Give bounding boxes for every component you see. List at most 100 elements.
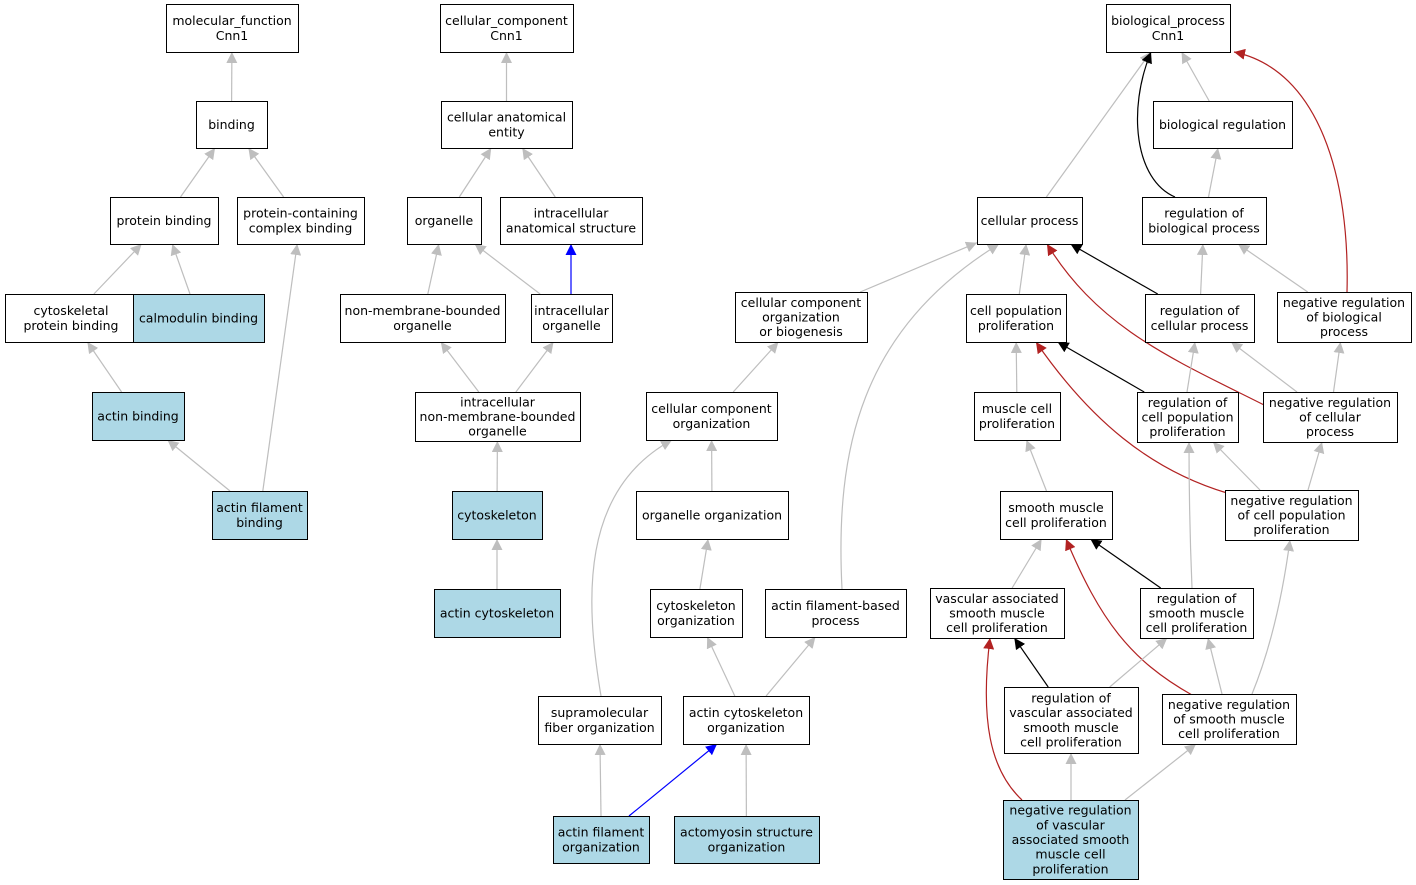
node-label-line: proliferation [1032, 861, 1108, 876]
node-label-line: cell proliferation [946, 620, 1048, 635]
node-box [1153, 101, 1293, 149]
node-label-line: negative regulation [1230, 493, 1352, 508]
node-organelle-organization[interactable]: organelle organization [636, 491, 789, 540]
node-label-line: organization [657, 613, 735, 628]
node-label-line: organization [708, 839, 786, 854]
node-label-line: non-membrane-bounded [345, 303, 501, 318]
node-intracellular-nmb-organelle[interactable]: intracellularnon-membrane-boundedorganel… [415, 392, 581, 442]
node-box [966, 294, 1067, 343]
node-label-line: negative regulation [1269, 395, 1391, 410]
node-cellular-process[interactable]: cellular process [977, 197, 1083, 245]
node-label-line: proliferation [1253, 522, 1329, 537]
node-box [650, 589, 743, 638]
node-calmodulin-binding[interactable]: calmodulin binding [133, 294, 265, 343]
edge-is-a-negative-regulation-of-smc-proliferation-to-negative-regulation-of-cell-population-proliferation [1251, 539, 1294, 695]
node-label-line: or biogenesis [759, 324, 843, 339]
node-box [340, 294, 506, 343]
node-label-line: actin binding [97, 409, 178, 424]
node-label-line: actin filament-based [771, 598, 900, 613]
node-binding[interactable]: binding [196, 101, 268, 149]
node-label-line: regulation of [1148, 395, 1228, 410]
node-box [930, 588, 1065, 639]
node-label-line: cell proliferation [1005, 515, 1107, 530]
node-label-line: cytoskeletal [33, 303, 108, 318]
edge-is-a-intracellular-nmb-organelle-to-non-membrane-bounded-organelle [440, 341, 480, 393]
node-label-line: actin cytoskeleton [440, 606, 554, 621]
edge-is-a-negative-regulation-of-cell-population-proliferation-to-regulation-of-cell-population-proliferation [1212, 441, 1261, 491]
node-label-line: Cnn1 [216, 28, 249, 43]
node-label-line: biological process [1148, 220, 1260, 235]
edge-is-a-cell-population-proliferation-to-cellular-process [1018, 243, 1031, 295]
node-label-line: process [1306, 424, 1354, 439]
node-organelle[interactable]: organelle [407, 197, 482, 245]
node-label-line: intracellular [534, 303, 610, 318]
node-box [166, 4, 299, 53]
edge-is-a-non-membrane-bounded-organelle-to-organelle [427, 243, 442, 295]
node-box [1277, 292, 1412, 343]
node-label-line: process [811, 613, 859, 628]
node-biological-regulation[interactable]: biological regulation [1153, 101, 1293, 149]
node-label-line: cell proliferation [1178, 726, 1280, 741]
node-label-line: cell proliferation [1020, 735, 1122, 750]
node-label-line: regulation of [1160, 303, 1240, 318]
node-box [553, 816, 650, 864]
edge-is-a-actin-filament-based-process-to-cellular-process [840, 243, 1000, 590]
node-box [1145, 294, 1255, 343]
edge-is-a-negative-regulation-of-cellular-process-to-regulation-of-cellular-process [1230, 341, 1298, 393]
node-label-line: protein binding [116, 213, 211, 228]
node-label-line: of smooth muscle [1173, 712, 1285, 727]
edge-is-a-supramolecular-fiber-organization-to-cellular-component-organization [591, 439, 673, 697]
node-actin-cytoskeleton[interactable]: actin cytoskeleton [434, 589, 561, 638]
node-label-line: smooth muscle [1149, 606, 1245, 621]
node-label-line: molecular_function [172, 13, 291, 28]
node-actin-binding[interactable]: actin binding [92, 392, 185, 441]
edge-negatively-regulates-negative-regulation-of-smc-proliferation-to-smooth-muscle-cell-proliferation [1065, 538, 1193, 696]
edge-negatively-regulates-negative-regulation-of-vascular-associated-smc-proliferation-to-vascular-associated-smc-proliferation [983, 637, 1023, 801]
node-label-line: anatomical structure [506, 220, 636, 235]
node-label-line: organelle [542, 318, 601, 333]
node-box [1106, 4, 1231, 53]
edge-regulates-regulation-of-smc-proliferation-to-smooth-muscle-cell-proliferation [1090, 538, 1162, 589]
node-label-line: negative regulation [1009, 803, 1131, 818]
node-box [434, 589, 561, 638]
node-box [237, 197, 365, 245]
edge-is-a-negative-regulation-of-vascular-associated-smc-proliferation-to-negative-regulation-of-smc-proliferation [1124, 743, 1197, 801]
node-box [683, 696, 810, 745]
edge-is-a-actin-cytoskeleton-organization-to-cytoskeleton-organization [706, 636, 736, 697]
edge-is-a-regulation-of-smc-proliferation-to-regulation-of-cell-population-proliferation [1183, 441, 1195, 589]
node-cytoskeleton[interactable]: cytoskeleton [452, 491, 543, 540]
node-protein-binding[interactable]: protein binding [110, 197, 219, 245]
